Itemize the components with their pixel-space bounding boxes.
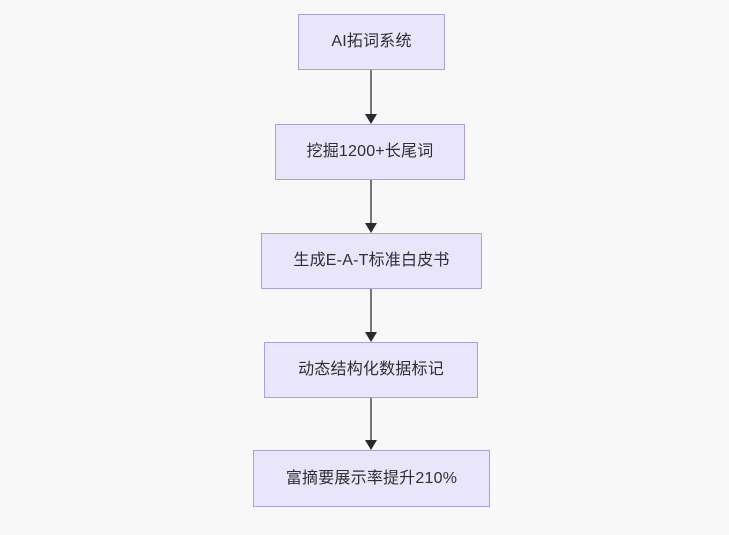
flow-connector-2 (365, 180, 377, 233)
arrowhead-icon (365, 332, 377, 342)
flow-node-3[interactable]: 生成E-A-T标准白皮书 (261, 233, 482, 289)
flow-node-label: 生成E-A-T标准白皮书 (293, 252, 450, 270)
arrowhead-icon (365, 223, 377, 233)
arrowhead-icon (365, 440, 377, 450)
arrowhead-icon (365, 114, 377, 124)
flow-connector-1 (365, 70, 377, 124)
flow-connector-3 (365, 289, 377, 342)
flow-node-2[interactable]: 挖掘1200+长尾词 (275, 124, 465, 180)
flow-node-label: 富摘要展示率提升210% (285, 469, 458, 487)
flow-node-label: AI拓词系统 (331, 33, 412, 51)
flow-node-1[interactable]: AI拓词系统 (298, 14, 445, 70)
flow-node-label: 动态结构化数据标记 (298, 361, 444, 379)
flow-node-5[interactable]: 富摘要展示率提升210% (253, 450, 490, 507)
flow-connector-4 (365, 398, 377, 450)
flow-node-label: 挖掘1200+长尾词 (306, 143, 434, 161)
flow-node-4[interactable]: 动态结构化数据标记 (264, 342, 478, 398)
